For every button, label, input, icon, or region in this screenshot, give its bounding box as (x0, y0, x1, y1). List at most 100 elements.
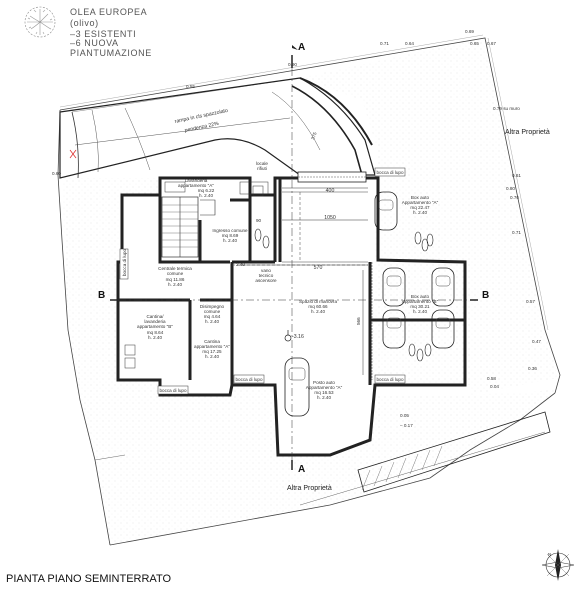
room-ingresso-name: Ingresso comune (212, 228, 248, 233)
room-lavanderia-name: Lavanderia (185, 178, 208, 183)
room-cantina-a-sub: appartamento "A" (194, 344, 230, 349)
room-cantina-b-sub2: appartamento "B" (137, 324, 173, 329)
room-lavanderia-h: h. 2.40 (199, 193, 213, 198)
building-walls (116, 176, 467, 457)
room-box-a-name: Box auto (411, 195, 430, 200)
car-icon (284, 357, 310, 417)
section-b-left: B (98, 290, 105, 301)
dim-90: 90 (256, 218, 262, 223)
north-arrow-icon (541, 549, 575, 581)
room-vano-sub: tecnico (259, 273, 274, 278)
level-017: – 0.17 (400, 423, 413, 428)
room-box-b-area: mq 30.21 (410, 304, 430, 309)
level-080: 0.80 (506, 186, 515, 191)
room-cantina-b-name: Cantina/ (146, 314, 164, 319)
ramp-label: rampa in cls spazzolato (174, 108, 228, 125)
bocca-lupo-1: bocca di lupo (376, 170, 404, 175)
room-posto-auto-sub: Appartamento "A" (306, 385, 343, 390)
dimension-lines (240, 187, 368, 375)
room-disimpegno-sub: comune (204, 309, 221, 314)
spot-levels: 0.71 0.64 0.69 0.65 0.67 0.90 0.55 0.60 … (52, 29, 541, 428)
room-centrale-area: mq 11.86 (166, 277, 185, 282)
level-090: 0.90 (288, 62, 297, 67)
room-cantina-b-area: mq 8.64 (147, 330, 164, 335)
car-icon (431, 309, 455, 349)
dim-1050: 1050 (324, 215, 336, 221)
level-005: 0.05 (400, 413, 409, 418)
room-manovra-name: Spazio di manovra (299, 299, 337, 304)
section-a-top: A (298, 42, 305, 53)
room-box-b-h: h. 2.40 (413, 309, 427, 314)
su-muro: 0.79 su muro (493, 106, 520, 111)
level-069: 0.69 (465, 29, 474, 34)
dim-566: 566 (356, 317, 361, 325)
section-lines (110, 45, 478, 470)
neighbour-strip (299, 411, 551, 506)
access-ramp (59, 77, 376, 179)
level-047: 0.47 (532, 339, 541, 344)
legend-new: –6 NUOVA (70, 38, 119, 48)
room-centrale-name: Centrale termica (158, 266, 192, 271)
bocca-di-lupo-markers: bocca di lupo bocca di lupo bocca di lup… (119, 167, 406, 395)
room-box-b-sub: Appartamento "B" (402, 299, 439, 304)
olive-tree-icon (24, 6, 56, 38)
drawing-title: PIANTA PIANO SEMINTERRATO (6, 573, 171, 585)
room-cantina-a-area: mq 17.25 (202, 349, 222, 354)
room-cantina-a-h: h. 2.40 (205, 354, 219, 359)
room-manovra-area: mq 60.66 (308, 304, 328, 309)
dim-375: 375 (310, 131, 317, 140)
level-036: 0.36 (528, 366, 537, 371)
room-cantina-a-name: Cantina (204, 339, 220, 344)
legend-subtitle: (olivo) (70, 18, 99, 28)
legend-planting: PIANTUMAZIONE (70, 48, 152, 58)
overhead-lines (232, 191, 368, 266)
car-icon (374, 191, 398, 231)
room-lavanderia-sub: appartamento "A" (178, 183, 214, 188)
level-064: 0.64 (405, 41, 414, 46)
ramp-slope: pendenza 22% (184, 121, 219, 134)
bocca-lupo-3: bocca di lupo (159, 388, 187, 393)
dim-570: 570 (314, 265, 323, 271)
car-icon (431, 267, 455, 307)
room-cantina-b-h: h. 2.40 (148, 335, 162, 340)
level-067: 0.67 (487, 41, 496, 46)
level-marker: -3.16 (292, 334, 304, 340)
level-058: 0.58 (487, 376, 496, 381)
level-071b: 0.71 (512, 230, 521, 235)
room-ingresso-area: mq 8.69 (222, 233, 239, 238)
level-065: 0.65 (470, 41, 479, 46)
car-icon (382, 309, 406, 349)
room-labels: Lavanderia appartamento "A" mq 6.22 h. 2… (137, 161, 439, 400)
room-posto-auto-name: Posto auto (313, 380, 335, 385)
room-rifiuti-name: locale (256, 161, 268, 166)
legend-existing: –3 ESISTENTI (70, 29, 136, 39)
level-004: 0.04 (490, 384, 499, 389)
room-box-a-h: h. 2.40 (413, 210, 427, 215)
neighbour-right: Altra Proprietà (505, 129, 550, 136)
level-057: 0.57 (526, 299, 535, 304)
room-box-a-area: mq 22.47 (410, 205, 430, 210)
fixtures (124, 181, 292, 369)
level-076: 0.76 (510, 195, 519, 200)
dimension-texts: 400 1050 570 90 2.40 566 375 -3.16 (236, 131, 361, 340)
room-box-b-name: Box auto (411, 294, 430, 299)
room-cantina-b-sub: lavanderia (144, 319, 166, 324)
staircase (161, 196, 216, 258)
bocca-lupo-4: bocca di lupo (235, 377, 263, 382)
room-disimpegno-h: h. 2.40 (205, 319, 219, 324)
level-055: 0.55 (186, 84, 195, 89)
room-ingresso-h: h. 2.40 (223, 238, 237, 243)
bocca-lupo-2: bocca di lupo (122, 248, 127, 276)
room-vano-sub2: ascensore (255, 278, 277, 283)
bicycle-icon (254, 228, 434, 362)
room-disimpegno-area: mq 4.64 (204, 314, 221, 319)
legend-title: OLEA EUROPEA (70, 7, 147, 17)
room-centrale-sub: comune (167, 271, 184, 276)
garden-area (62, 38, 558, 545)
level-060: 0.60 (52, 171, 61, 176)
north-label: N (548, 552, 551, 557)
car-icon (382, 267, 406, 307)
garage-doors (297, 171, 373, 380)
level-071a: 0.71 (380, 41, 389, 46)
